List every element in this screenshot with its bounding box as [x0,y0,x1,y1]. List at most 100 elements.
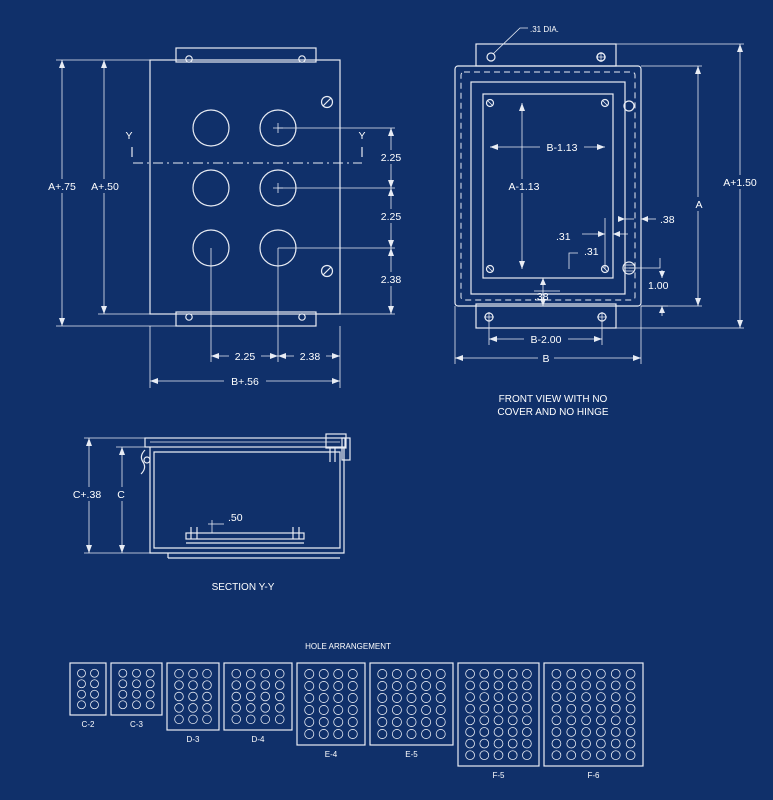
top-flange [175,47,317,63]
knockout-hole [610,703,621,714]
knockout-hole [377,693,388,703]
hole-panel-label: F-6 [588,771,601,780]
hole-panel-label: E-4 [325,750,338,759]
knockout-hole [551,692,562,702]
knockout-hole [90,679,99,689]
knockout-hole [90,700,99,710]
knockout-hole [581,680,591,691]
knockout-hole [566,668,577,679]
knockout-hole [202,703,212,713]
knockout-hole [551,727,562,737]
back-panel [482,93,614,279]
knockout-hole [347,705,358,715]
knockout-hole [479,692,490,702]
knockout-hole [333,693,344,703]
cover [144,437,346,448]
knockout-hole [581,715,591,726]
knockout-hole [304,705,315,715]
knockout-hole [479,703,490,714]
knockout-hole [118,668,128,678]
knockout-hole [275,680,285,690]
knockout-hole [566,680,577,691]
dim-a-plus-50: A+.50 [91,181,119,193]
knockout-hole [596,692,606,702]
screw-icon [597,312,607,322]
knockout-hole [132,700,141,710]
knockout-hole [77,689,86,699]
hole-panel-frame [457,662,540,767]
bottom-flange [175,311,317,327]
knockout-hole [333,681,344,691]
knockout-hole [421,729,432,739]
knockout-hole [304,681,315,691]
knockout-hole [581,703,591,714]
knockout-hole [479,680,490,691]
knockout-hole [596,750,606,761]
knockout-hole [77,668,86,678]
knockout-hole [610,715,621,726]
knockout-hole [174,703,184,713]
knockout-hole [507,703,518,714]
knockout-hole [421,681,432,691]
knockout-hole [260,691,270,702]
knockout-hole [493,727,504,737]
knockout-hole [522,668,532,679]
knockout-hole [333,729,344,739]
knockout-hole [188,714,198,725]
knockout-hole [493,715,504,726]
knockout-hole [260,668,270,679]
knockout-hole [246,703,256,713]
hole-arrangement-title: HOLE ARRANGEMENT [305,642,391,651]
dim-horizontal-2: 2.38 [300,351,321,363]
front-view: .31 DIA. B-1.13 A-1.13 .31 .31 .38 [454,25,764,418]
knockout-hole [465,703,475,714]
knockout-hole [581,727,591,737]
knockout-hole [246,680,256,690]
section-marker-right: Y [358,130,365,142]
knockout-hole [581,738,591,749]
dim-wall-38: .38 [660,214,675,226]
knockout-hole [610,750,621,761]
knockout-hole [479,750,490,761]
knockout-hole [174,668,184,679]
dim-a-minus-113: A-1.13 [509,181,540,193]
knockout-hole [406,717,417,727]
dim-b-minus-200: B-2.00 [531,334,562,346]
knockout-hole [522,727,532,737]
knockout-hole [174,691,184,702]
knockout-hole [435,669,446,679]
knockout-hole [421,669,432,679]
knockout-hole [493,738,504,749]
knockout-hole [465,668,475,679]
knockout-hole [596,668,606,679]
knockout-hole [435,717,446,727]
knockout-hole [581,692,591,702]
knockout-hole [596,680,606,691]
knockout-hole [566,692,577,702]
dim-offset-31-b: .31 [584,246,599,258]
flange-hole [486,52,496,62]
flange-hole [185,55,193,63]
hole-panel-c-3: C-3 [110,662,163,729]
enclosure-body [149,59,341,315]
knockout-hole [610,680,621,691]
flange-hole [298,55,306,63]
knockout-hole [625,727,636,737]
dim-bottom-38: .38 [534,291,549,303]
knockout-hole [275,691,285,702]
knockout-hole [304,669,315,679]
hole-panel-label: D-4 [252,735,265,744]
knockout-hole [318,729,329,739]
knockout-hole [347,717,358,727]
knockout-hole [260,714,270,725]
knockout-hole [246,691,256,702]
dim-b-plus-56: B+.56 [231,376,259,388]
knockout-hole [465,750,475,761]
knockout-hole [318,669,329,679]
knockout-hole [202,691,212,702]
dim-hole-diameter: .31 DIA. [530,25,559,34]
latch-screw [623,100,635,112]
knockout-hole [174,680,184,690]
knockout-hole [174,714,184,725]
knockout-hole [318,681,329,691]
